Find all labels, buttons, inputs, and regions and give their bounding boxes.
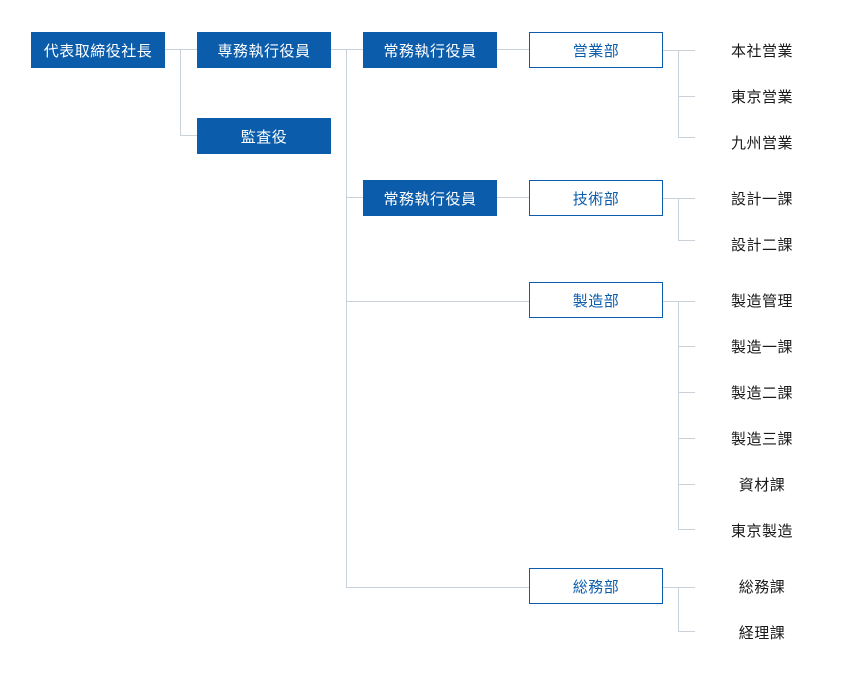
connector-manufacturing-out <box>663 301 695 302</box>
connector-auditor <box>180 135 197 136</box>
connector-sales-out <box>663 50 695 51</box>
connector-general-affairs-vertical <box>678 587 679 632</box>
section-label: 経理課 <box>738 623 786 642</box>
section-label: 本社営業 <box>730 41 793 60</box>
connector-sales-vertical <box>678 50 679 138</box>
connector-manufacturing-vertical <box>678 301 679 530</box>
connector-manufacturing <box>346 301 529 302</box>
node-sales-dept: 営業部 <box>529 32 663 68</box>
connector-manufacturing-tick <box>678 346 695 347</box>
node-auditor: 監査役 <box>197 118 331 154</box>
section-label: 製造一課 <box>730 337 793 356</box>
connector-engineering-vertical <box>678 198 679 241</box>
connector-managing1-sales <box>497 49 529 50</box>
connector-manufacturing-tick <box>678 529 695 530</box>
connector-ceo-senior <box>165 49 197 50</box>
connector-general-affairs-tick <box>678 631 695 632</box>
connector-general-affairs-out <box>663 587 695 588</box>
connector-managing2-engineering <box>497 197 529 198</box>
node-senior-executive: 専務執行役員 <box>197 32 331 68</box>
connector-sales-tick <box>678 96 695 97</box>
node-general-affairs-dept: 総務部 <box>529 568 663 604</box>
connector-main-trunk <box>346 50 347 587</box>
connector-senior-managing <box>331 49 363 50</box>
connector-managing-2 <box>346 197 363 198</box>
connector-manufacturing-tick <box>678 438 695 439</box>
connector-general-affairs <box>346 587 529 588</box>
connector-manufacturing-tick <box>678 484 695 485</box>
section-label: 東京製造 <box>730 521 793 540</box>
section-label: 設計二課 <box>730 235 793 254</box>
section-label: 東京営業 <box>730 87 793 106</box>
section-label: 資材課 <box>738 475 786 494</box>
node-manufacturing-dept: 製造部 <box>529 282 663 318</box>
connector-sales-tick <box>678 137 695 138</box>
node-ceo: 代表取締役社長 <box>31 32 165 68</box>
connector-engineering-out <box>663 198 695 199</box>
node-managing-executive-2: 常務執行役員 <box>363 180 497 216</box>
node-engineering-dept: 技術部 <box>529 180 663 216</box>
connector-manufacturing-tick <box>678 392 695 393</box>
node-managing-executive-1: 常務執行役員 <box>363 32 497 68</box>
section-label: 製造二課 <box>730 383 793 402</box>
connector-senior-auditor-vertical <box>180 50 181 136</box>
section-label: 製造管理 <box>730 291 793 310</box>
section-label: 総務課 <box>738 577 786 596</box>
section-label: 製造三課 <box>730 429 793 448</box>
section-label: 九州営業 <box>730 133 793 152</box>
section-label: 設計一課 <box>730 189 793 208</box>
connector-engineering-tick <box>678 240 695 241</box>
